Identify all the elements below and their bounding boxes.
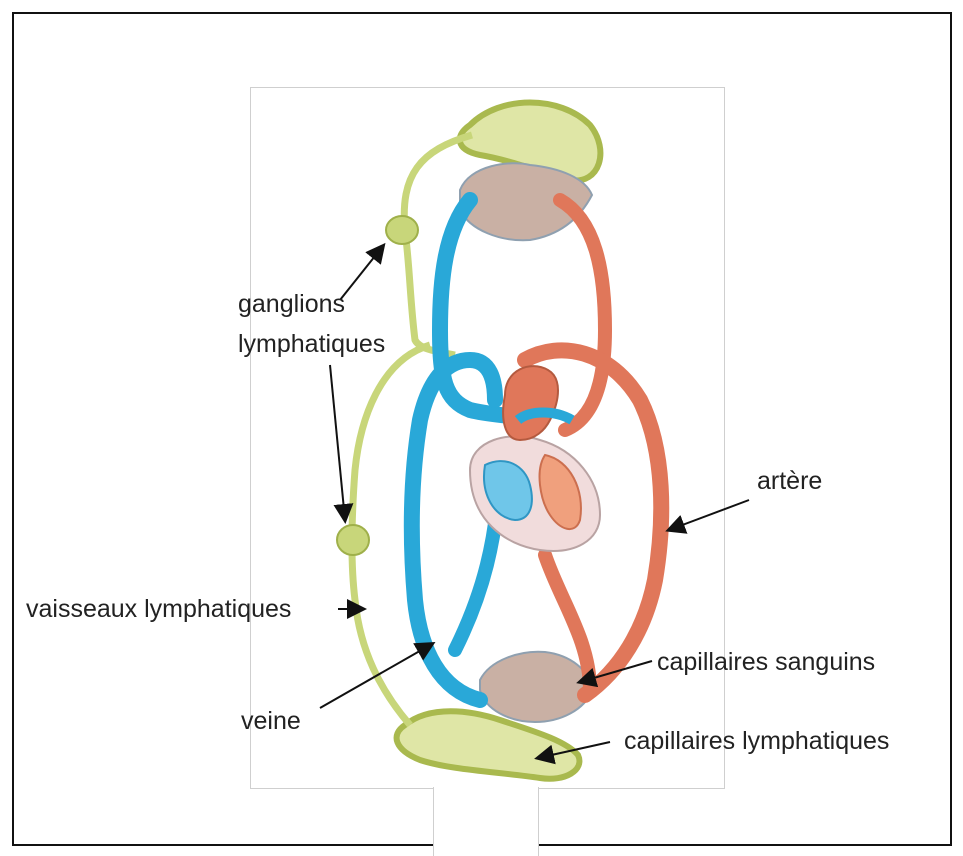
arrow-ganglions-lower — [330, 365, 345, 520]
arrow-ganglions-upper — [340, 246, 383, 300]
label-veine: veine — [241, 707, 301, 735]
label-capillaires-lymphatiques: capillaires lymphatiques — [624, 727, 889, 755]
label-vaisseaux-lymphatiques: vaisseaux lymphatiques — [26, 595, 291, 623]
artery-upper — [560, 200, 605, 430]
lymph-node-upper — [386, 216, 418, 244]
arrow-artere — [669, 500, 749, 530]
lymph-node-lower — [337, 525, 369, 555]
label-artere: artère — [757, 467, 822, 495]
label-capillaires-sanguins: capillaires sanguins — [657, 648, 875, 676]
arrow-veine — [320, 644, 432, 708]
lymph-bottom-capillary-bed — [397, 711, 580, 779]
label-ganglions-line1: ganglions — [238, 290, 345, 318]
aorta — [503, 366, 558, 440]
label-ganglions-line2: lymphatiques — [238, 330, 385, 358]
capillary-bed-bottom — [480, 652, 592, 722]
